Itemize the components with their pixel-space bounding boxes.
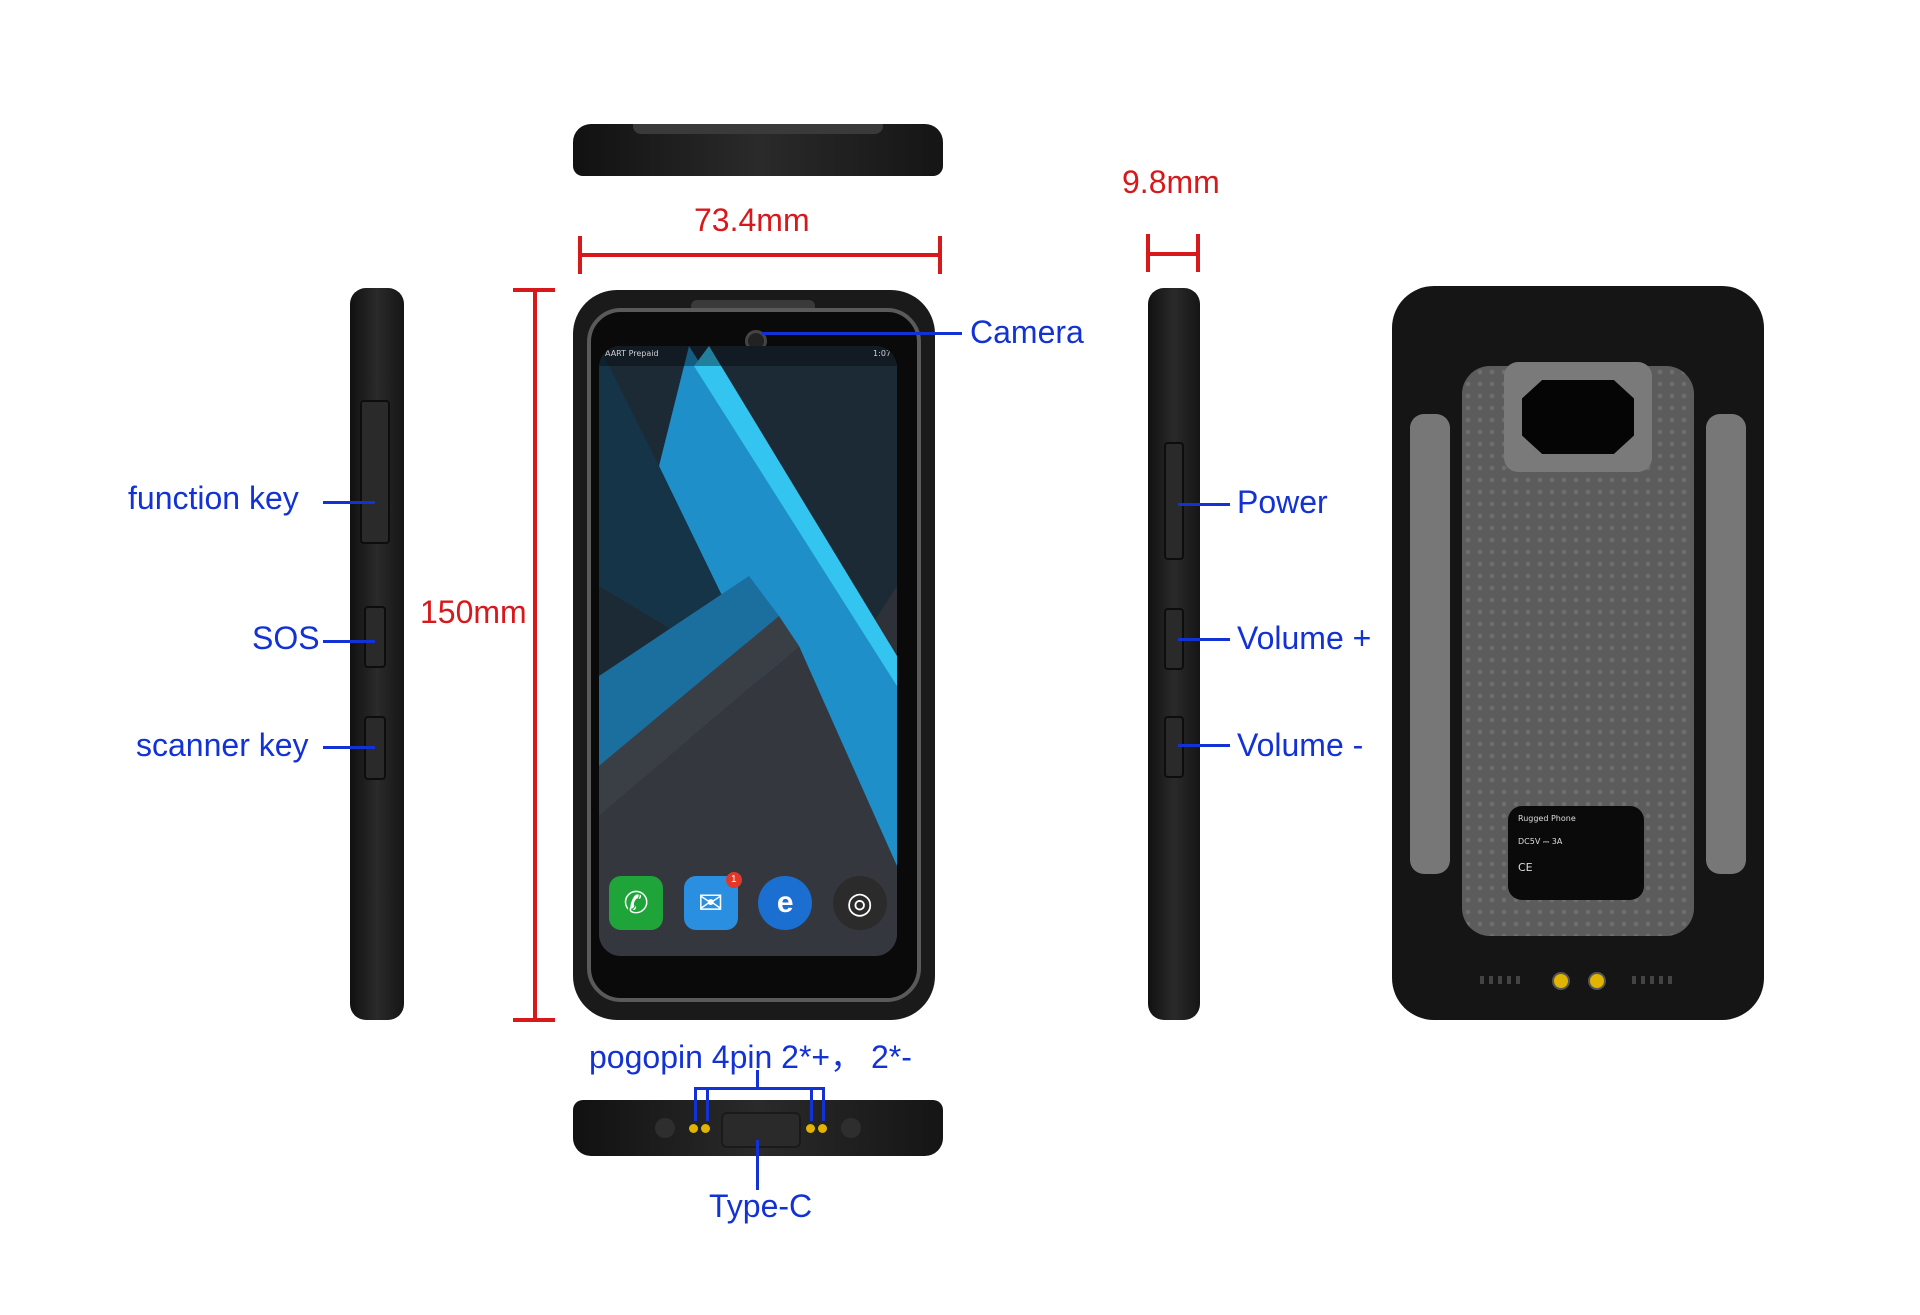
sos-label: SOS (252, 620, 320, 656)
height-label: 150mm (420, 594, 527, 630)
volume-down-label: Volume - (1237, 727, 1364, 763)
ce-mark: CE (1518, 861, 1533, 874)
top-edge-view (573, 124, 943, 176)
screen: AART Prepaid 1:07 ✆ ✉ 1 e ◎ (599, 346, 897, 956)
phone-icon[interactable]: ✆ (609, 876, 664, 930)
scanner-key-label: scanner key (136, 727, 309, 763)
rear-camera-icon (1522, 380, 1634, 454)
camera-module (1504, 362, 1652, 472)
power-button (1164, 442, 1184, 560)
mail-icon[interactable]: ✉ 1 (683, 872, 742, 930)
camera-label: Camera (970, 314, 1084, 350)
status-bar: AART Prepaid 1:07 (599, 346, 897, 366)
browser-icon[interactable]: e (758, 876, 813, 930)
wallpaper (599, 346, 897, 956)
pogo-pin-icon (818, 1124, 827, 1133)
pogo-pin-icon (701, 1124, 710, 1133)
left-side-view (350, 288, 404, 1020)
width-label: 73.4mm (694, 202, 810, 238)
sos-button (364, 606, 386, 668)
speaker-grille-icon (1632, 976, 1676, 984)
right-side-view (1148, 288, 1200, 1020)
pogopin-label: pogopin 4pin 2*+， 2*- (589, 1039, 912, 1075)
back-pogo-pin-icon (1552, 972, 1570, 990)
plate-current: 3A (1551, 837, 1563, 846)
plate-title: Rugged Phone (1518, 814, 1576, 823)
usb-port-icon (721, 1112, 801, 1148)
mail-badge: 1 (725, 872, 742, 888)
right-rail (1706, 414, 1746, 874)
camera-app-icon[interactable]: ◎ (832, 876, 887, 930)
function-key-button (360, 400, 390, 544)
speaker-grille-icon (1480, 976, 1520, 984)
pogo-pin-icon (806, 1124, 815, 1133)
thickness-label: 9.8mm (1122, 164, 1220, 200)
volume-up-label: Volume + (1237, 620, 1372, 656)
power-label: Power (1237, 484, 1328, 520)
back-pogo-pin-icon (1588, 972, 1606, 990)
plate-rating: DC5V (1518, 837, 1541, 846)
carrier-text: AART Prepaid (605, 349, 659, 358)
clock-text: 1:07 (873, 349, 891, 358)
rating-plate: Rugged Phone DC5V ⎓ 3A CE (1508, 806, 1644, 900)
volume-down-button (1164, 716, 1184, 778)
front-view: AART Prepaid 1:07 ✆ ✉ 1 e ◎ (573, 290, 935, 1020)
back-view: Rugged Phone DC5V ⎓ 3A CE (1392, 286, 1764, 1020)
type-c-label: Type-C (709, 1188, 813, 1224)
left-rail (1410, 414, 1450, 874)
function-key-label: function key (128, 480, 299, 516)
app-dock: ✆ ✉ 1 e ◎ (599, 868, 897, 938)
pogo-pin-icon (689, 1124, 698, 1133)
